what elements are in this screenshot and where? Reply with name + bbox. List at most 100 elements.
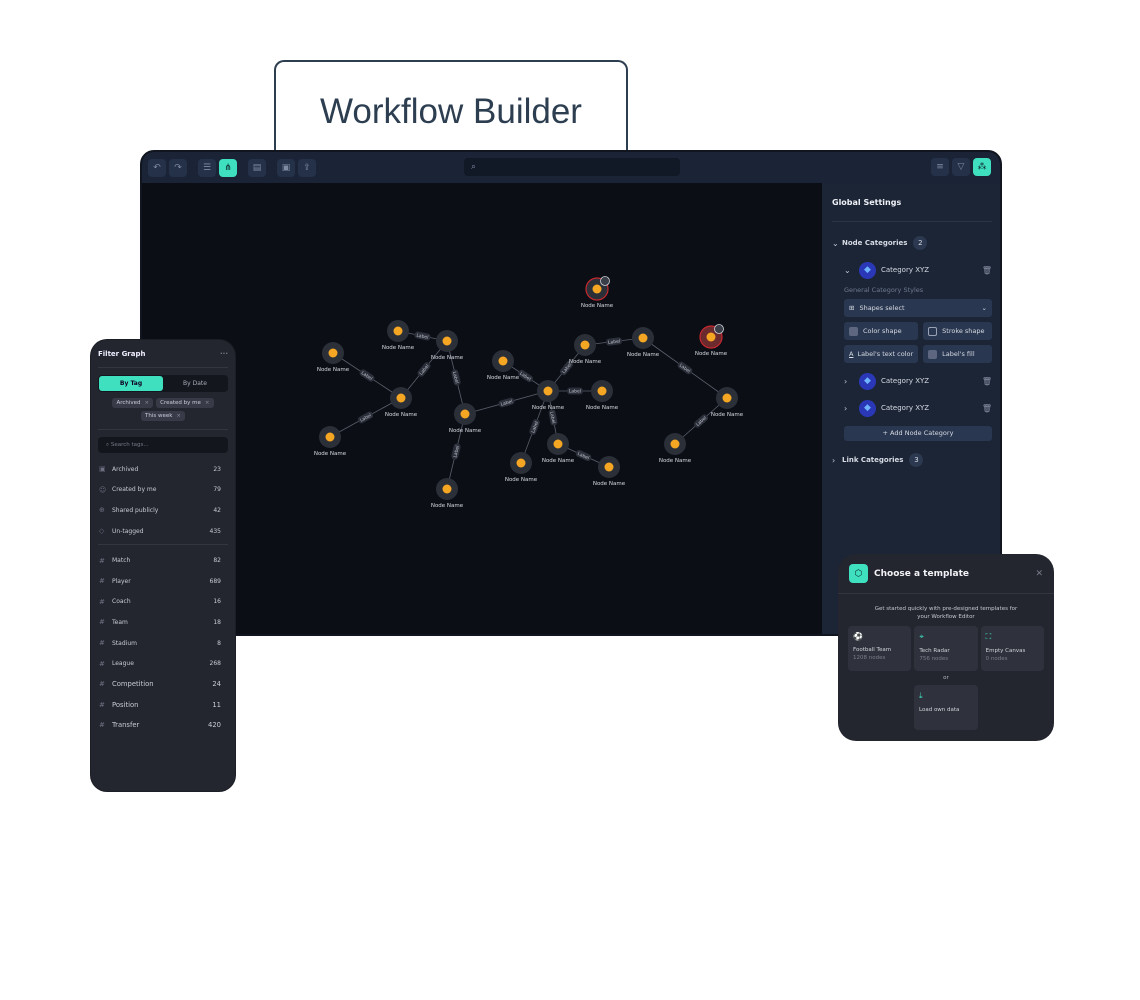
cube-icon: ⬡ [849,564,868,583]
category-item[interactable]: ⌄ ◆ Category XYZ 🗑 [844,261,992,279]
add-node-category-button[interactable]: + Add Node Category [844,426,992,441]
shapes-select[interactable]: ⊞ Shapes select ⌄ [844,299,992,317]
node-dot [722,393,732,403]
item-label: Archived [112,465,139,473]
label-fill-button[interactable]: Label's fill [923,345,992,363]
item-label: Shared publicly [112,506,159,514]
edge-label: Label [608,338,621,345]
node-label: Node Name [627,352,660,358]
search-tags-input[interactable]: ⌕ Search tags... [98,437,228,453]
node-label: Node Name [382,345,415,351]
tag-label: Transfer [112,721,140,730]
list-icon[interactable]: ☰ [198,158,216,177]
or-separator: or [943,675,949,682]
node-dot [553,439,563,449]
search-input[interactable]: ⌕ [464,158,680,176]
dialog-title: Choose a template [874,568,969,579]
close-icon[interactable]: × [204,400,210,406]
page-title: Workflow Builder [274,60,628,160]
node-categories-label: Node Categories [842,239,908,247]
edge-label-bg [575,449,592,462]
edge-label-bg [548,409,558,426]
filter-chip[interactable]: Created by me× [156,398,214,408]
filter-icon[interactable]: ▽ [952,158,970,176]
node-label: Node Name [659,458,692,464]
edge-label-bg [498,397,515,408]
color-shape-button[interactable]: Color shape [844,322,919,340]
node-label: Node Name [449,428,482,434]
tab-by-date[interactable]: By Date [183,380,207,387]
count-badge: 2 [913,236,928,250]
edge-label: Label [360,370,373,382]
styles-label: General Category Styles [844,286,924,294]
close-icon[interactable]: ✕ [1035,568,1043,579]
database-icon[interactable]: ▤ [248,158,266,177]
node-dot [597,386,607,396]
node-label: Node Name [532,405,565,411]
hash-icon: # [99,556,105,565]
edge-label: Label [452,445,461,458]
edge-label-bg [693,414,709,428]
close-icon[interactable]: × [144,400,150,406]
trash-icon[interactable]: 🗑 [981,403,992,413]
item-count: 79 [213,486,221,494]
trash-icon[interactable]: 🗑 [981,376,992,386]
tab-by-tag[interactable]: By Tag [99,376,163,391]
category-item[interactable]: › ◆ Category XYZ 🗑 [844,399,992,417]
category-item[interactable]: › ◆ Category XYZ 🗑 [844,372,992,390]
chip-label: Created by me [160,400,201,406]
tag-count: 689 [209,577,221,585]
close-icon[interactable]: × [176,413,182,419]
edge-label: Label [416,333,429,341]
redo-icon[interactable]: ↷ [169,158,187,177]
filter-graph-panel: Filter Graph··· By Tag By Date Archived×… [91,340,235,791]
node-categories-header[interactable]: ⌄ Node Categories 2 [832,234,992,252]
load-own-data-card[interactable]: ⤓ Load own data [914,685,978,731]
save-icon[interactable]: ▣ [277,158,295,177]
filter-chip[interactable]: This week× [140,411,186,421]
stroke-shape-label: Stroke shape [942,327,985,335]
undo-icon[interactable]: ↶ [148,158,166,177]
link-categories-header[interactable]: › Link Categories 3 [832,451,992,469]
tag-label: Competition [112,680,154,689]
label-text-color-label: Label's text color [857,350,914,358]
tag-count: 82 [213,557,221,565]
node-dot [460,409,470,419]
shapes-icon: ⊞ [849,304,855,312]
node-dot [498,356,508,366]
color-shape-label: Color shape [863,327,902,335]
graph-icon[interactable]: ⋔ [219,158,237,177]
trash-icon[interactable]: 🗑 [981,265,992,275]
filter-chip[interactable]: Archived× [112,398,154,408]
node-label: Node Name [711,412,744,418]
stroke-shape-button[interactable]: Stroke shape [923,322,992,340]
card-node-count: 1208 nodes [853,655,886,662]
more-icon[interactable]: ··· [220,350,228,358]
node-label: Node Name [581,303,614,309]
color-swatch [849,326,858,336]
categories-icon[interactable]: ⁂ [973,158,991,176]
sliders-icon[interactable]: ≡ [931,158,949,176]
edge-label: Label [518,371,531,383]
share-icon[interactable]: ⇪ [298,158,316,177]
count-badge: 3 [909,453,924,467]
